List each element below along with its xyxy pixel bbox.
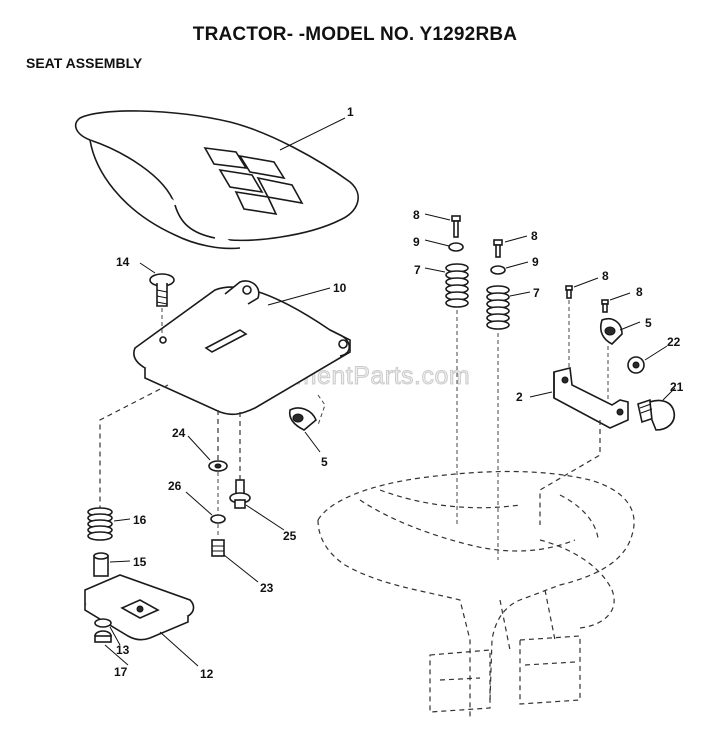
- callout-14: 14: [116, 255, 130, 269]
- callout-26: 26: [168, 479, 182, 493]
- carriage-bolt-part: [149, 273, 175, 307]
- assembly-subtitle: SEAT ASSEMBLY: [26, 55, 143, 71]
- callout-9a: 9: [413, 235, 420, 249]
- nut-17-part: [94, 630, 112, 643]
- callout-21: 21: [670, 380, 684, 394]
- leader-24: [187, 435, 211, 461]
- callout-8b: 8: [531, 229, 538, 243]
- spring-16-part: [87, 507, 113, 541]
- callout-13: 13: [116, 643, 130, 657]
- leader-8b: [504, 235, 528, 243]
- leader-15: [109, 560, 131, 563]
- callout-5-upper: 5: [645, 316, 652, 330]
- tractor-frame-outline: [317, 470, 635, 720]
- leader-16: [113, 518, 131, 522]
- callout-5-lower: 5: [321, 455, 328, 469]
- nut-22-part: [627, 356, 645, 374]
- callout-25: 25: [283, 529, 297, 543]
- callout-15: 15: [133, 555, 147, 569]
- callout-23: 23: [260, 581, 274, 595]
- leader-9a: [424, 239, 450, 247]
- leader-14: [139, 262, 156, 274]
- leader-21: [662, 387, 676, 401]
- leader-8c: [573, 277, 599, 288]
- nut-23-part: [211, 539, 225, 557]
- leader-1: [279, 117, 346, 151]
- callout-24: 24: [172, 426, 186, 440]
- washer-9-part-b: [490, 265, 506, 275]
- callout-22: 22: [667, 335, 681, 349]
- leader-12: [159, 631, 199, 667]
- callout-9b: 9: [532, 255, 539, 269]
- leader-5-lower: [304, 431, 321, 453]
- washer-26-part: [210, 514, 226, 524]
- leader-8a: [424, 213, 451, 221]
- callout-8d: 8: [636, 285, 643, 299]
- callout-8a: 8: [413, 208, 420, 222]
- callout-2: 2: [516, 390, 523, 404]
- leader-7b: [509, 291, 531, 297]
- bolt-8-part-a: [451, 215, 461, 238]
- bolt-25-part: [229, 479, 251, 509]
- bolt-8-part-b: [493, 239, 503, 258]
- bracket-2-part: [553, 367, 629, 429]
- seat-part: [74, 110, 359, 250]
- leader-10: [267, 287, 331, 306]
- leader-23: [223, 554, 259, 583]
- leader-17: [104, 644, 129, 666]
- callout-12: 12: [200, 667, 214, 681]
- spring-7-part-a: [445, 263, 469, 308]
- callout-1: 1: [347, 105, 354, 119]
- spring-7-part-b: [486, 285, 510, 330]
- leader-8d: [609, 292, 631, 301]
- callout-8c: 8: [602, 269, 609, 283]
- leader-2: [529, 391, 553, 398]
- leader-9b: [505, 261, 529, 269]
- callout-17: 17: [114, 665, 128, 679]
- leader-5-upper: [619, 321, 641, 331]
- leader-25: [245, 504, 285, 531]
- callout-10: 10: [333, 281, 347, 295]
- callout-16: 16: [133, 513, 147, 527]
- leader-22: [644, 345, 668, 361]
- assembly-line-left: [99, 384, 169, 510]
- knob-21-part: [637, 398, 676, 431]
- clip-part-lower: [288, 407, 317, 431]
- bolt-8-part-c: [565, 285, 573, 299]
- clip-part-upper: [599, 318, 623, 345]
- bushing-15-part: [93, 552, 109, 577]
- callout-7a: 7: [414, 263, 421, 277]
- leader-7a: [424, 267, 446, 273]
- washer-9-part-a: [448, 242, 464, 252]
- leader-26: [185, 491, 213, 516]
- washer-13-part: [94, 618, 112, 628]
- bolt-8-part-d: [601, 299, 609, 313]
- seat-pan-part: [133, 280, 351, 416]
- bracket-12-part: [84, 574, 195, 641]
- callout-7b: 7: [533, 286, 540, 300]
- leader-13: [109, 626, 121, 646]
- diagram-title: TRACTOR- -MODEL NO. Y1292RBA: [192, 24, 518, 45]
